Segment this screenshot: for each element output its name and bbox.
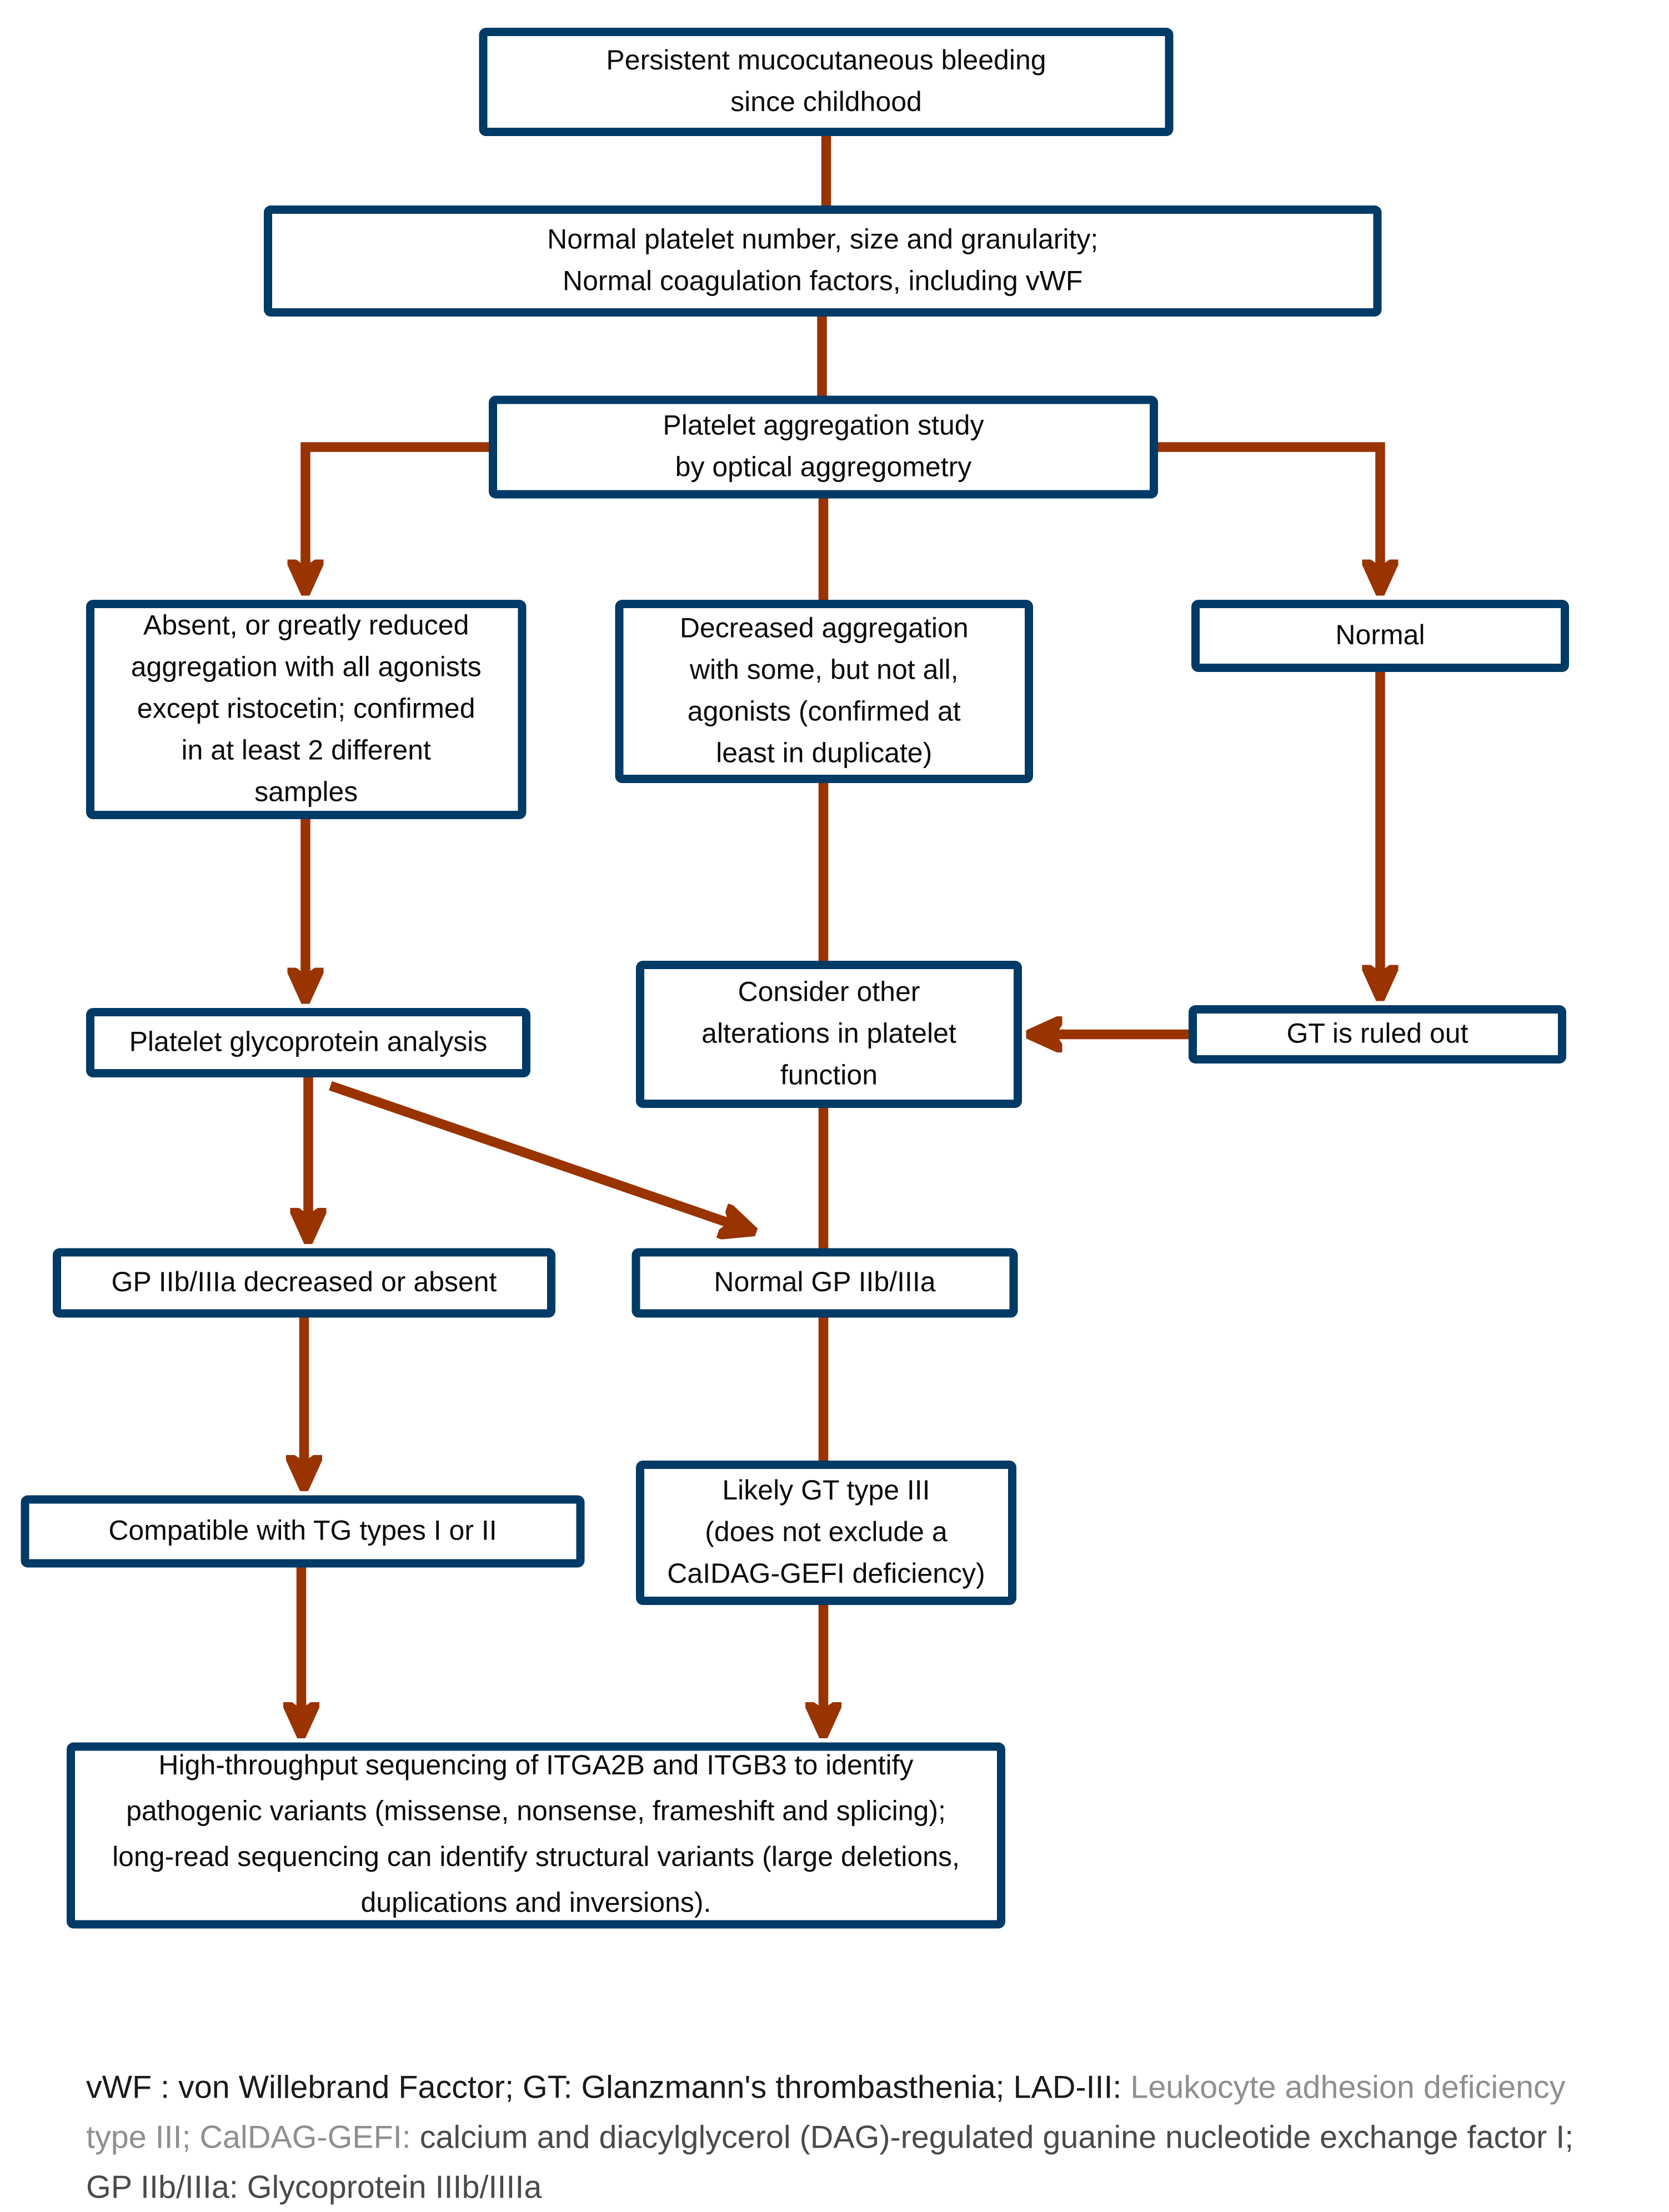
legend-segment-dark: calcium and diacylglycerol (DAG)-regulat… bbox=[86, 2119, 1574, 2205]
node-likely-gt-type-3: Likely GT type III (does not exclude a C… bbox=[636, 1461, 1016, 1605]
node-persistent-bleeding: Persistent mucocutaneous bleeding since … bbox=[479, 28, 1174, 136]
node-gt-ruled-out: GT is ruled out bbox=[1189, 1005, 1566, 1064]
legend-abbreviations: vWF : von Willebrand Facctor; GT: Glanzm… bbox=[86, 2062, 1602, 2212]
arrow-aggstudy-to-normal bbox=[1158, 442, 1380, 589]
arrow-aggstudy-to-absent bbox=[305, 442, 489, 589]
node-platelet-aggregation-study: Platelet aggregation study by optical ag… bbox=[489, 395, 1158, 499]
node-normal-result: Normal bbox=[1191, 600, 1569, 672]
node-consider-other-alterations: Consider other alterations in platelet f… bbox=[636, 961, 1022, 1108]
node-absent-aggregation: Absent, or greatly reduced aggregation w… bbox=[86, 600, 527, 819]
legend-segment-gray: Leukocyte adhesion deficiency type III; … bbox=[86, 2069, 1566, 2155]
node-normal-gp: Normal GP IIb/IIIa bbox=[631, 1248, 1018, 1318]
legend-segment-black: vWF : von Willebrand Facctor; GT: Glanzm… bbox=[86, 2069, 1131, 2105]
node-high-throughput-sequencing: High-throughput sequencing of ITGA2B and… bbox=[67, 1742, 1005, 1929]
node-glycoprotein-analysis: Platelet glycoprotein analysis bbox=[86, 1008, 530, 1077]
node-gp-decreased-or-absent: GP IIb/IIIa decreased or absent bbox=[53, 1248, 555, 1318]
node-compatible-tg-types: Compatible with TG types I or II bbox=[21, 1495, 585, 1568]
arrow-glyco-to-gpnormal bbox=[329, 1081, 750, 1230]
node-decreased-aggregation: Decreased aggregation with some, but not… bbox=[615, 600, 1033, 783]
node-normal-platelet-number: Normal platelet number, size and granula… bbox=[264, 205, 1382, 317]
